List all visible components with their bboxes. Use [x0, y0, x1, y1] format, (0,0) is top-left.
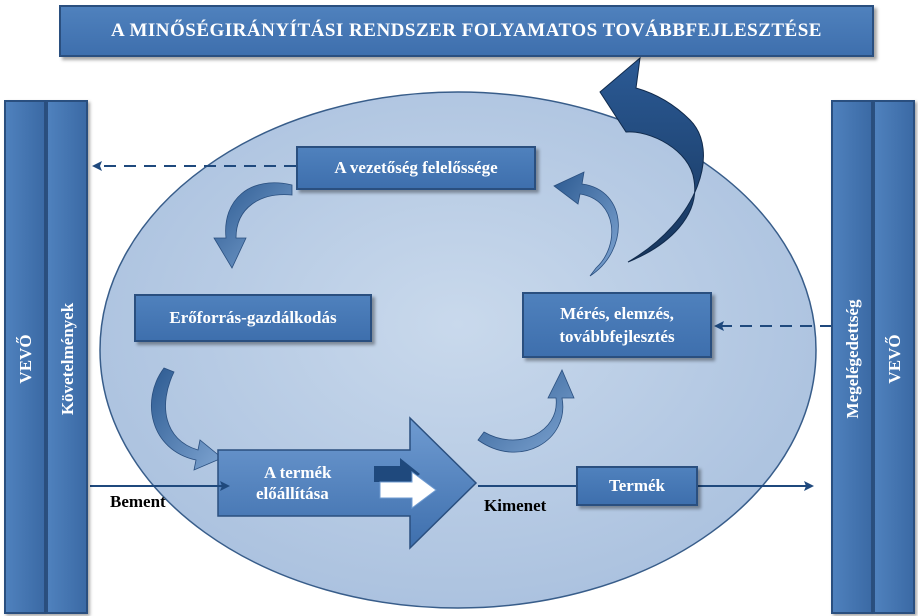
- diagram-title: A MINŐSÉGIRÁNYÍTÁSI RENDSZER FOLYAMATOS …: [59, 5, 874, 57]
- curve-arrow-management-to-resources: [213, 182, 293, 269]
- left-customer-label: VEVŐ: [16, 334, 35, 384]
- resource-management-label: Erőforrás-gazdálkodás: [169, 308, 337, 327]
- requirements-label: Követelmények: [58, 302, 77, 416]
- satisfaction-bar: Megelégedettség: [831, 100, 873, 614]
- product-label: Termék: [608, 476, 666, 495]
- left-customer-bar: VEVŐ: [4, 100, 46, 614]
- realization-label-line2: előállítása: [256, 484, 329, 503]
- resource-management-box: Erőforrás-gazdálkodás: [134, 294, 372, 342]
- management-responsibility-label: A vezetőség felelőssége: [334, 158, 498, 177]
- satisfaction-label: Megelégedettség: [843, 299, 862, 419]
- output-label: Kimenet: [484, 496, 547, 515]
- input-label: Bement: [110, 492, 166, 511]
- measurement-analysis-box: Mérés, elemzés, továbbfejlesztés: [522, 292, 712, 358]
- curve-arrow-measurement-to-management: [553, 171, 619, 277]
- inner-arrow-light: [379, 471, 437, 509]
- measurement-label-line2: továbbfejlesztés: [559, 327, 675, 346]
- requirements-bar: Követelmények: [46, 100, 88, 614]
- curve-arrow-output-to-measurement: [477, 369, 575, 453]
- product-box: Termék: [576, 466, 698, 506]
- realization-label: A termék előállítása: [256, 462, 366, 504]
- realization-label-line1: A termék: [264, 463, 332, 482]
- improvement-curved-arrow: [599, 56, 704, 263]
- realization-block-arrow: [217, 416, 478, 550]
- measurement-label-line1: Mérés, elemzés,: [560, 304, 674, 323]
- right-customer-label: VEVŐ: [885, 334, 904, 384]
- management-responsibility-box: A vezetőség felelőssége: [296, 146, 536, 190]
- right-customer-bar: VEVŐ: [873, 100, 915, 614]
